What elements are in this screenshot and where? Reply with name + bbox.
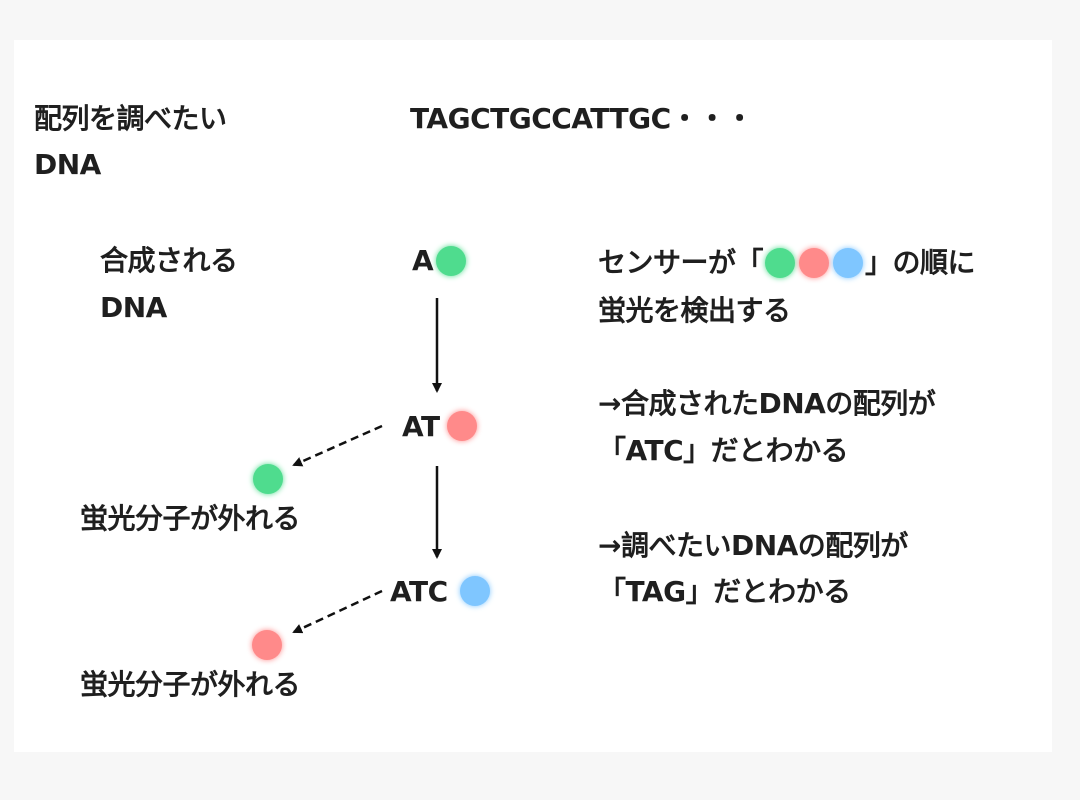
step-1-text: A bbox=[412, 244, 434, 277]
result2-line1: →調べたいDNAの配列が bbox=[598, 529, 908, 562]
fluor-dot-blue-step3 bbox=[460, 576, 490, 606]
target-sequence: TAGCTGCCATTGC・・・ bbox=[410, 102, 754, 135]
synth-dna-label: 合成される bbox=[100, 244, 238, 277]
sensor-text-before: センサーが「 bbox=[598, 246, 764, 279]
fluor-dot-green-step1 bbox=[436, 246, 466, 276]
result1-line1: →合成されたDNAの配列が bbox=[598, 387, 936, 420]
sensor-dot-green bbox=[765, 248, 796, 278]
target-dna-label-line2: DNA bbox=[34, 148, 101, 181]
result1-line2: 「ATC」だとわかる bbox=[598, 434, 849, 467]
sensor-dot-red bbox=[799, 248, 830, 278]
synth-dna-label-line2: DNA bbox=[100, 291, 167, 324]
sensor-text-line2: 蛍光を検出する bbox=[598, 294, 791, 327]
target-dna-label: 配列を調べたい bbox=[34, 102, 227, 135]
released-dot-red bbox=[252, 630, 282, 660]
released-label-1: 蛍光分子が外れる bbox=[80, 502, 301, 535]
step-2-text: AT bbox=[402, 410, 440, 443]
sensor-dot-blue bbox=[833, 248, 864, 278]
dashed-arrow-release-red bbox=[292, 589, 383, 634]
released-dot-green bbox=[253, 464, 283, 494]
diagram-panel bbox=[14, 40, 1052, 752]
sensor-text-after: 」の順に bbox=[865, 246, 976, 279]
result2-line2: 「TAG」だとわかる bbox=[598, 575, 851, 608]
sensor-text-line1: センサーが「 」の順に bbox=[598, 240, 976, 286]
released-label-2: 蛍光分子が外れる bbox=[80, 668, 301, 701]
step-3-text: ATC bbox=[390, 575, 448, 608]
dashed-arrow-release-green bbox=[292, 424, 383, 467]
fluor-dot-red-step2 bbox=[447, 411, 477, 441]
